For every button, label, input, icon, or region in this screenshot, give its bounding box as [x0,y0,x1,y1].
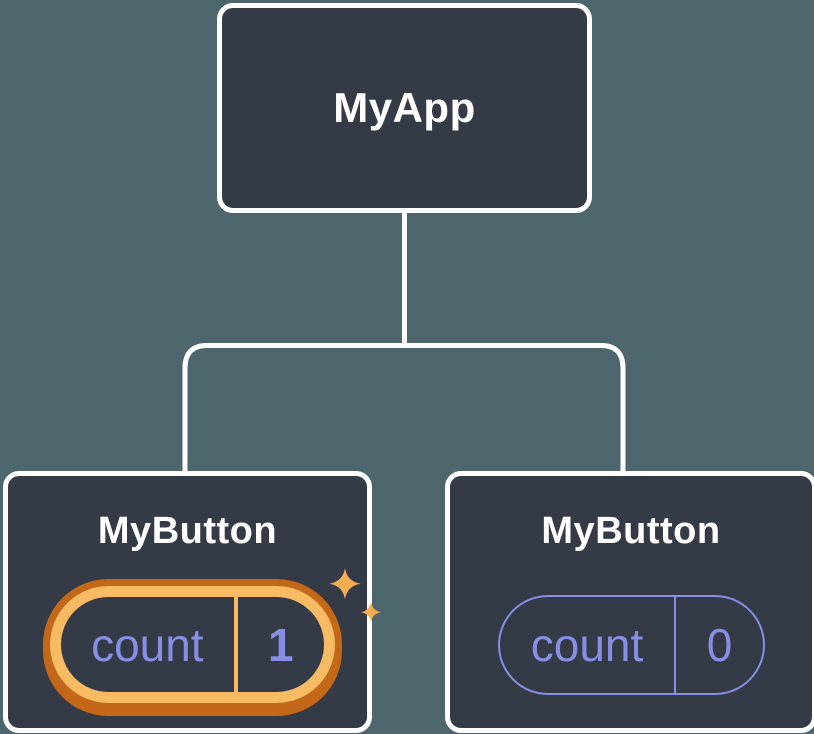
component-label: MyApp [333,84,476,131]
state-name-label: count [530,619,644,671]
pill-divider [674,597,676,693]
state-name-label: count [91,618,204,671]
pill-divider [233,597,238,692]
sparkles-icon [329,568,382,623]
component-label: MyButton [541,510,721,552]
state-value: 0 [706,619,733,671]
component-node-myapp: MyApp [217,3,592,213]
sparkle-small-icon [360,602,382,623]
sparkle-large-icon [329,568,361,600]
state-value: 1 [268,618,294,671]
state-pill: count 0 [498,595,765,695]
connector-branch [182,343,626,472]
component-node-mybutton-2: MyButton count 0 [445,471,814,733]
component-label: MyButton [97,510,278,552]
state-pill-highlighted: count 1 [50,586,335,703]
component-node-mybutton-1: MyButton count 1 [3,471,382,733]
